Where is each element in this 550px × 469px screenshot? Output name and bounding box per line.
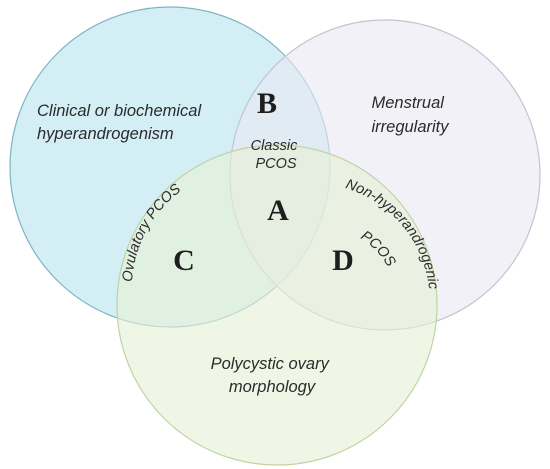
label-menstrual-irregularity: Menstrual irregularity <box>371 94 450 136</box>
region-letter-b: B <box>257 87 277 120</box>
phenotype-classic-line1: Classic <box>251 138 298 154</box>
label-polycystic-ovary-morphology: Polycystic ovary morphology <box>211 355 334 396</box>
region-letter-a: A <box>267 194 289 227</box>
label-hyperandrogenism: Clinical or biochemical hyperandrogenism <box>37 102 206 143</box>
label-polycystic-line1: Polycystic ovary <box>211 355 331 373</box>
region-letter-d: D <box>332 244 354 277</box>
phenotype-classic-pcos: Classic PCOS <box>251 138 302 172</box>
label-menstrual-line2: irregularity <box>371 118 450 136</box>
label-hyperandrogenism-line1: Clinical or biochemical <box>37 102 202 120</box>
circle-polycystic-ovary-morphology <box>116 144 438 466</box>
label-hyperandrogenism-line2: hyperandrogenism <box>37 125 174 143</box>
region-letter-c: C <box>173 244 195 277</box>
phenotype-classic-line2: PCOS <box>255 156 296 172</box>
label-menstrual-line1: Menstrual <box>371 94 445 112</box>
label-polycystic-line2: morphology <box>229 378 317 396</box>
